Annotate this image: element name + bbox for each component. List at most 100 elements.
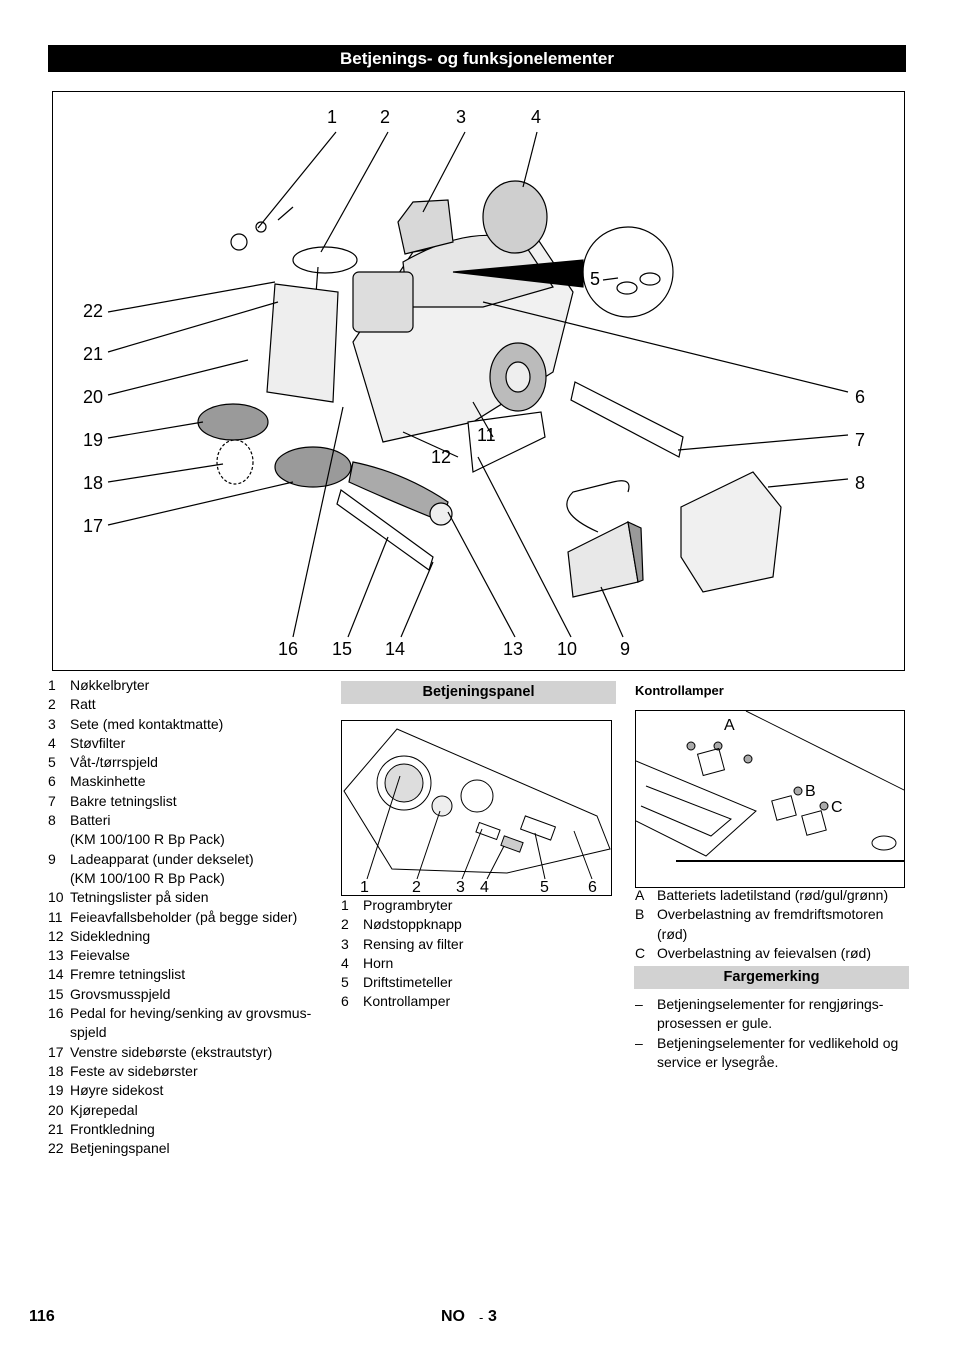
callout-6: 6: [855, 387, 866, 407]
component-list-item-number: 11: [48, 908, 63, 925]
component-list-item-number: 21: [48, 1120, 64, 1137]
component-list-item-text: Grovsmusspjeld: [70, 985, 171, 1002]
panel-legend-item-text: Programbryter: [363, 897, 453, 913]
callout-9: 9: [620, 639, 631, 659]
callout-17: 17: [83, 516, 104, 536]
language-code: NO: [441, 1308, 465, 1325]
color-coding-item-number: –: [635, 1034, 643, 1051]
lamp-legend-item-number: A: [635, 887, 645, 903]
color-coding-item: prosessen er gule.: [635, 1014, 910, 1033]
component-list-item-number: 13: [48, 947, 64, 964]
component-list-item: 5 Våt-/tørrspjeld: [48, 753, 338, 772]
component-list-item-number: 8: [48, 812, 56, 829]
component-list-item-text: Frontkledning: [70, 1120, 155, 1137]
panel-legend-item-text: Driftstimeteller: [363, 974, 453, 991]
lamp-legend-item-text: Overbelastning av feievalsen (rød): [657, 944, 871, 961]
section-heading-colors: Fargemerking: [634, 966, 909, 989]
color-coding-item: –Betjeningselementer for rengjørings-: [635, 995, 910, 1014]
component-list-item-text: Betjeningspanel: [70, 1140, 170, 1157]
component-list-item-text: Feste av sidebørster: [70, 1062, 198, 1079]
panel-legend-item-text: Rensing av filter: [363, 935, 464, 952]
color-coding-item-text: Betjeningselementer for vedlikehold og: [657, 1034, 899, 1051]
callout-13: 13: [503, 639, 524, 659]
callout-14: 14: [385, 639, 406, 659]
component-list-item: 11 Feieavfallsbeholder (på begge sider): [48, 908, 338, 927]
component-list-item-text: Kjørepedal: [70, 1101, 138, 1118]
panel-legend-item-text: Kontrollamper: [363, 993, 451, 1010]
component-list-item-text: Våt-/tørrspjeld: [70, 754, 158, 771]
component-list-item-text: Tetningslister på siden: [70, 889, 209, 906]
lamp-legend-item-text: Batteriets ladetilstand (rød/gul/grønn): [657, 887, 889, 903]
lamp-legend-item: A Batteriets ladetilstand (rød/gul/grønn): [635, 886, 910, 905]
component-list-item: 2 Ratt: [48, 695, 338, 714]
component-list-item: 9 Ladeapparat (under dekselet): [48, 850, 338, 869]
callout-22: 22: [83, 301, 104, 321]
machine-figure: 1 2 3 4 22 21 20 19 18 17 6 7 8 16 15 14…: [52, 91, 905, 671]
callout-4: 4: [531, 107, 542, 127]
component-list-item-text: Ratt: [70, 696, 96, 713]
control-panel-figure: 1 2 3 4 5 6: [341, 720, 612, 896]
component-list-item-number: 5: [48, 754, 56, 771]
component-list-item-number: 15: [48, 985, 64, 1002]
callout-8: 8: [855, 473, 866, 493]
page-title: Betjenings- og funksjonelementer: [48, 45, 906, 72]
lamp-callout-b: B: [805, 783, 816, 800]
indicator-lamps-illustration: [636, 711, 904, 862]
panel-legend-item-number: 3: [341, 935, 349, 952]
callout-3: 3: [456, 107, 467, 127]
component-list-item-number: 3: [48, 715, 56, 732]
component-list-item: (KM 100/100 R Bp Pack): [48, 830, 338, 849]
component-list-item: 20 Kjørepedal: [48, 1101, 338, 1120]
callout-18: 18: [83, 473, 104, 493]
callout-5: 5: [590, 269, 601, 289]
component-list-item-number: 2: [48, 696, 56, 713]
component-list-item-number: 12: [48, 927, 64, 944]
panel-legend-item-text: Nødstoppknapp: [363, 916, 462, 933]
callout-16: 16: [278, 639, 299, 659]
panel-legend-item-number: 1: [341, 897, 349, 913]
component-list-item: (KM 100/100 R Bp Pack): [48, 869, 338, 888]
lamps-legend-list: A Batteriets ladetilstand (rød/gul/grønn)…: [635, 886, 910, 963]
component-list-item-text: Fremre tetningslist: [70, 966, 186, 983]
panel-callout-4: 4: [480, 879, 489, 896]
component-list-item-number: 9: [48, 850, 56, 867]
component-list-item-text: Pedal for heving/senking av grovsmus-: [70, 1005, 312, 1022]
lamp-legend-item-text: Overbelastning av fremdriftsmotoren: [657, 906, 884, 923]
component-list-item: 21 Frontkledning: [48, 1120, 338, 1139]
component-list-item-number: 20: [48, 1101, 64, 1118]
component-list-item-text: Feieavfallsbeholder (på begge sider): [70, 908, 298, 925]
component-list-item-number: 14: [48, 966, 64, 983]
panel-legend-item-text: Horn: [363, 954, 394, 971]
panel-legend-item: 5 Driftstimeteller: [341, 973, 616, 992]
page-number: 116: [29, 1308, 55, 1325]
component-list-item: 16 Pedal for heving/senking av grovsmus-: [48, 1004, 338, 1023]
component-list-item-text: Feievalse: [70, 947, 130, 964]
component-list-item-text: Høyre sidekost: [70, 1082, 164, 1099]
lamp-callout-c: C: [831, 799, 843, 816]
component-list-item-text: (KM 100/100 R Bp Pack): [70, 869, 225, 886]
panel-legend-item-number: 5: [341, 974, 349, 991]
component-list-item: 14 Fremre tetningslist: [48, 965, 338, 984]
component-list-item-text: Venstre sidebørste (ekstrautstyr): [70, 1043, 273, 1060]
component-list-item-text: spjeld: [70, 1024, 107, 1041]
component-list-item-number: 7: [48, 792, 56, 809]
color-coding-item-text: Betjeningselementer for rengjørings-: [657, 996, 884, 1012]
component-list-item-number: 1: [48, 677, 56, 693]
color-coding-item-number: –: [635, 996, 643, 1012]
section-heading-lamps: Kontrollamper: [635, 683, 724, 698]
component-list-item-number: 16: [48, 1005, 64, 1022]
component-list-item-text: Ladeapparat (under dekselet): [70, 850, 254, 867]
callout-10: 10: [557, 639, 578, 659]
callout-21: 21: [83, 344, 104, 364]
callout-7: 7: [855, 430, 866, 450]
